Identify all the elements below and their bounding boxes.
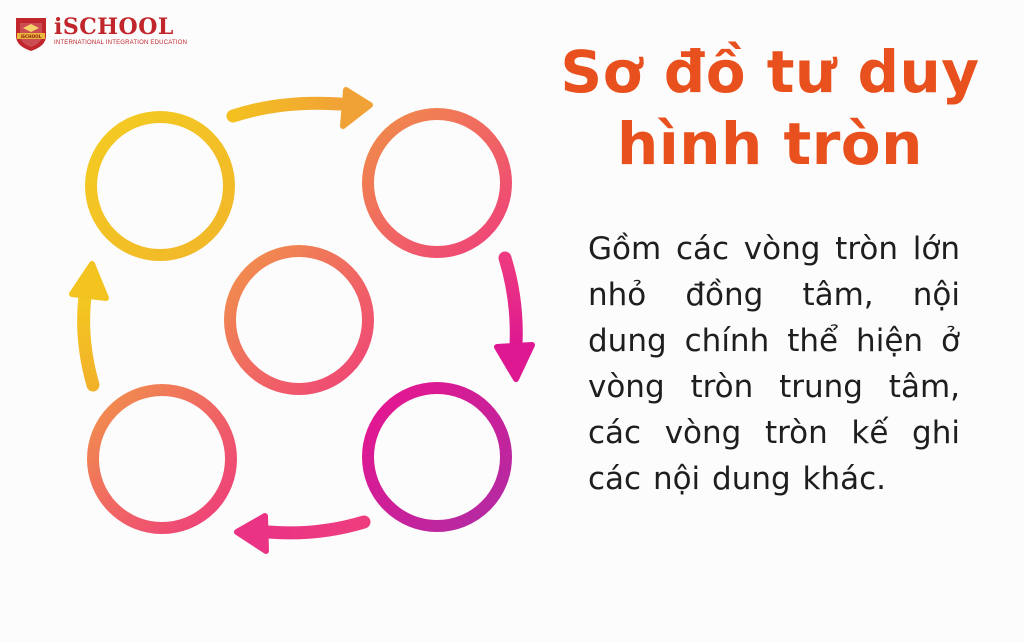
description-text: Gồm các vòng tròn lớn nhỏ đồng tâm, nội …: [588, 231, 960, 497]
svg-text:iSCHOOL: iSCHOOL: [21, 34, 42, 39]
arrow-left-up: [69, 261, 109, 392]
ischool-logo: iSCHOOL iSCHOOL INTERNATIONAL INTEGRATIO…: [14, 14, 187, 52]
circle-bottom-left: [87, 384, 237, 534]
arrow-top-right: [226, 87, 373, 129]
arrow-right-down: [494, 251, 535, 382]
circle-top-left: [85, 111, 235, 261]
ischool-emblem-icon: iSCHOOL: [16, 18, 46, 51]
circle-mindmap-diagram: [69, 87, 535, 554]
circle-center: [224, 245, 374, 395]
logo-brand-text: iSCHOOL: [54, 14, 174, 40]
logo-tagline-text: INTERNATIONAL INTEGRATION EDUCATION: [54, 40, 188, 46]
page-title: Sơ đồ tư duy hình tròn: [560, 38, 980, 178]
circle-bottom-right: [362, 382, 512, 532]
circle-top-right: [362, 108, 512, 258]
arrow-bottom-left: [234, 513, 371, 554]
